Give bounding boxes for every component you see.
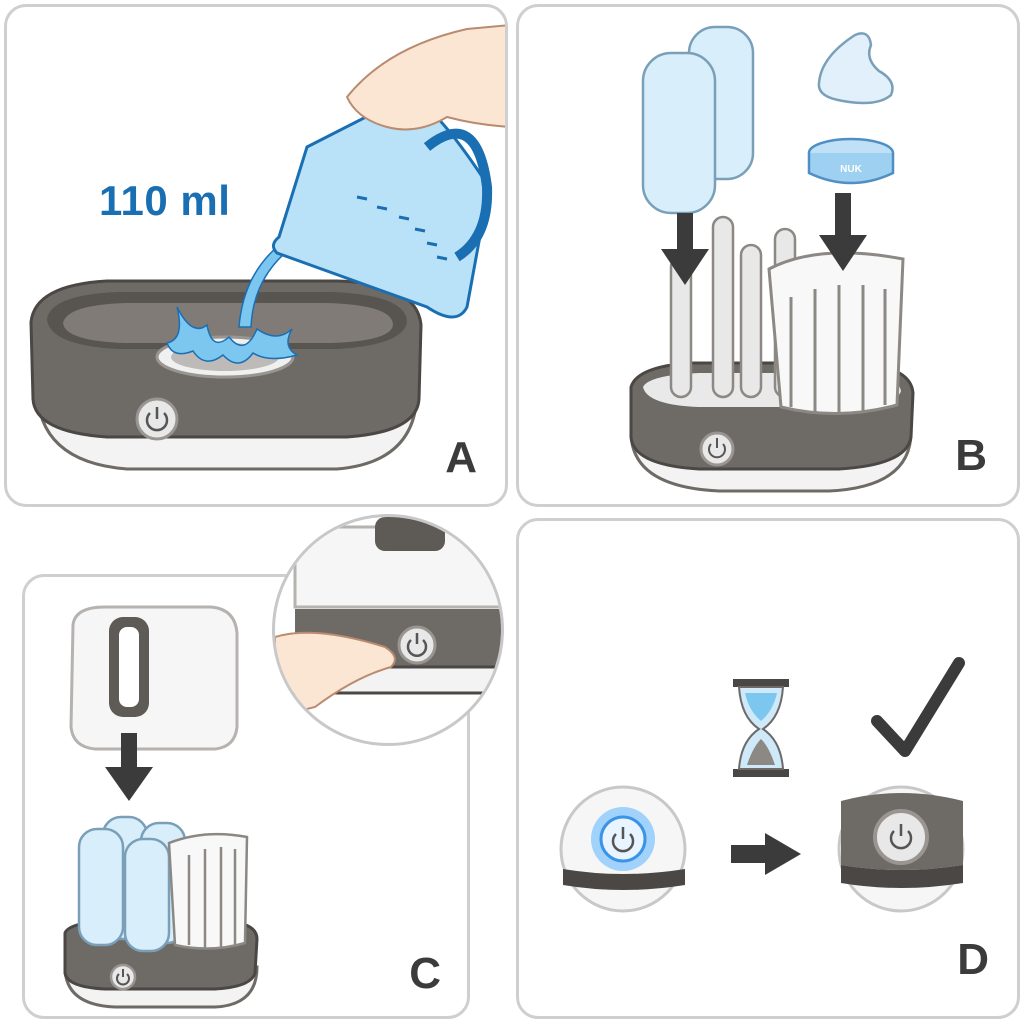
ring-brand-text: NUK [840, 164, 862, 175]
panel-c-illustration [63, 605, 259, 1009]
power-button-icon [397, 625, 437, 665]
checkmark-icon [871, 657, 965, 757]
baby-bottle-icon [641, 25, 755, 215]
baby-bottle-icon [77, 815, 187, 953]
panel-d-illustration [559, 657, 965, 913]
steam-lid-icon [69, 605, 239, 751]
power-button-icon [611, 827, 635, 853]
down-arrow-icon [105, 733, 153, 801]
step-label-d: D [957, 935, 989, 984]
hourglass-icon [733, 679, 789, 777]
step-label-a: A [445, 433, 477, 482]
accessory-basket [767, 251, 905, 416]
panel-b-illustration: NUK [629, 25, 915, 493]
water-volume-label: 110 ml [99, 177, 231, 224]
zoom-illustration [275, 517, 501, 719]
panel-d-wait-done: D [516, 518, 1020, 1019]
panel-a-fill-water: 110 ml A [4, 4, 508, 507]
down-arrow-icon [819, 193, 867, 271]
panel-a-illustration [29, 24, 505, 471]
step-label-c: C [409, 949, 441, 998]
hand-icon [345, 24, 505, 131]
accessory-basket [167, 832, 249, 950]
panel-b-load-items: NUK B [516, 4, 1020, 507]
power-button-icon [699, 431, 735, 467]
power-button-icon [135, 397, 179, 441]
power-button-icon [109, 963, 137, 991]
step-label-b: B [955, 431, 987, 480]
finger-icon [275, 631, 396, 719]
power-button-icon [889, 824, 913, 850]
power-button-zoom [272, 514, 504, 746]
power-on-glowing [559, 785, 687, 913]
water-splash [165, 306, 299, 364]
down-arrow-icon [661, 213, 709, 285]
power-off-done [837, 785, 965, 913]
teat-icon [817, 32, 894, 105]
right-arrow-icon [731, 833, 801, 875]
screw-ring-icon: NUK [807, 137, 895, 185]
